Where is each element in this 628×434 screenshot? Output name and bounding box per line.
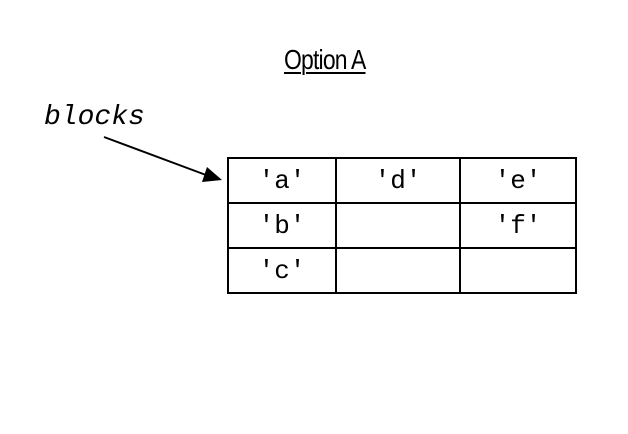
grid-cell: 'e' [459,157,577,204]
diagram-title: Option A [284,44,366,75]
grid-row: 'a' 'd' 'e' [227,157,577,204]
grid-cell [335,247,461,294]
grid-cell: 'f' [459,202,577,249]
grid-row: 'b' 'f' [227,202,577,249]
variable-label: blocks [44,102,145,133]
grid-cell [335,202,461,249]
grid-cell: 'd' [335,157,461,204]
grid-cell: 'a' [227,157,337,204]
blocks-grid: 'a' 'd' 'e' 'b' 'f' 'c' [227,157,577,294]
grid-cell: 'b' [227,202,337,249]
grid-row: 'c' [227,247,577,294]
grid-cell [459,247,577,294]
grid-cell: 'c' [227,247,337,294]
